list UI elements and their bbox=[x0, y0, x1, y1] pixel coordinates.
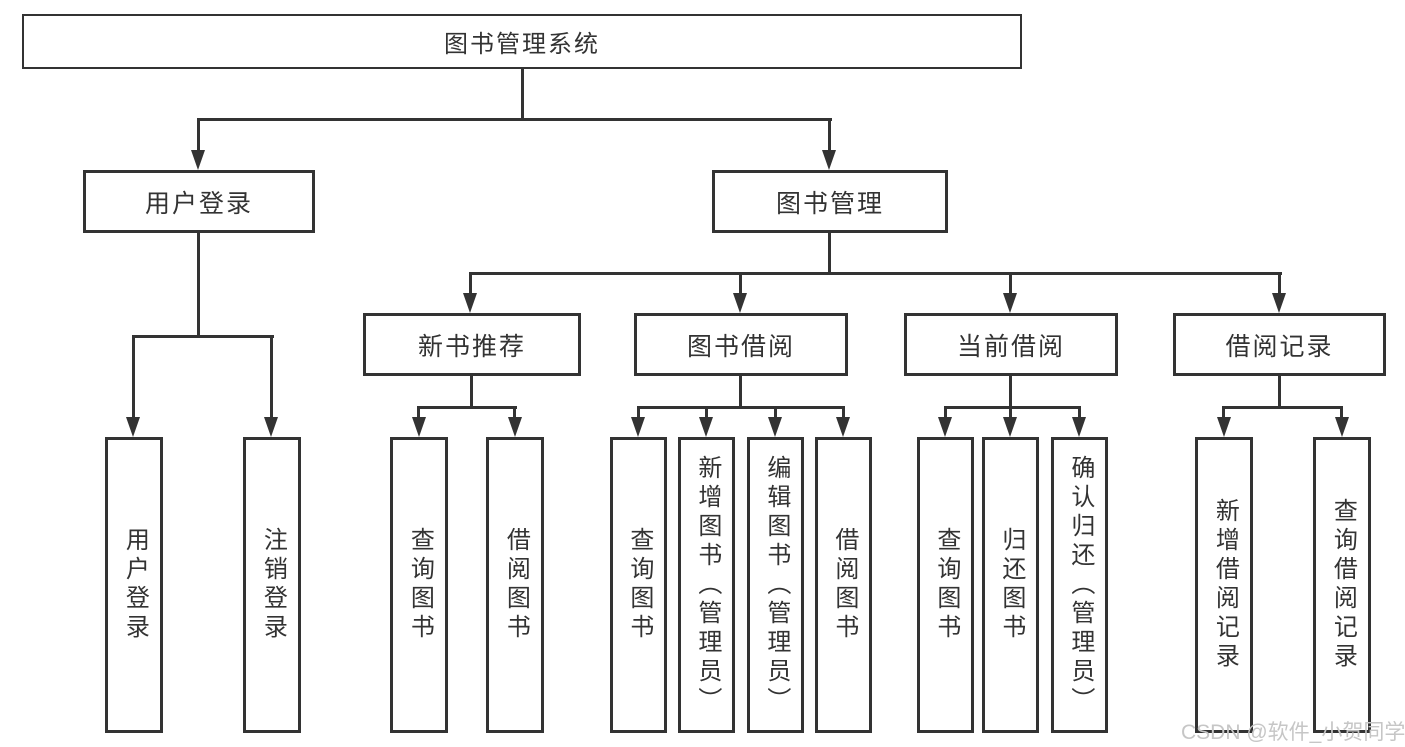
connector-leaf-stem bbox=[1078, 406, 1081, 419]
connector-leaf-stem bbox=[513, 406, 516, 419]
connector-root-stem bbox=[521, 69, 524, 120]
connector-user-stem bbox=[197, 118, 200, 154]
arrow-down-icon bbox=[1003, 293, 1017, 313]
connector-level1-rail bbox=[198, 118, 832, 121]
node-new-book-recommend: 新书推荐 bbox=[363, 313, 581, 376]
connector-leaf-stem bbox=[417, 406, 420, 419]
node-book-management: 图书管理 bbox=[712, 170, 948, 233]
connector-book-down bbox=[828, 233, 831, 274]
leaf-label: 查询图书 bbox=[932, 527, 960, 643]
leaf-label: 查询借阅记录 bbox=[1329, 498, 1357, 672]
connector-module-stem bbox=[1278, 272, 1281, 297]
connector-group-down bbox=[1278, 376, 1281, 408]
connector-leaf-stem bbox=[842, 406, 845, 419]
connector-module-stem bbox=[469, 272, 472, 297]
node-book-borrowing: 图书借阅 bbox=[634, 313, 848, 376]
connector-group-rail bbox=[944, 406, 1081, 409]
leaf-label: 新增图书（管理员） bbox=[693, 454, 721, 716]
leaf-label: 新增借阅记录 bbox=[1211, 498, 1239, 672]
leaf-label: 用户登录 bbox=[121, 527, 149, 643]
arrow-down-icon bbox=[699, 417, 713, 437]
connector-group-down bbox=[470, 376, 473, 408]
connector-leaf-stem bbox=[132, 335, 135, 421]
connector-leaf-stem bbox=[1009, 406, 1012, 419]
leaf-logout: 注销登录 bbox=[243, 437, 301, 733]
leaf-add-borrow-record: 新增借阅记录 bbox=[1195, 437, 1253, 733]
leaf-label: 借阅图书 bbox=[502, 527, 530, 643]
connector-group-rail bbox=[1222, 406, 1343, 409]
leaf-label: 归还图书 bbox=[997, 527, 1025, 643]
leaf-borrow-books: 借阅图书 bbox=[815, 437, 872, 733]
connector-leaf-stem bbox=[774, 406, 777, 419]
csdn-watermark: CSDN @软件_小贺同学 bbox=[1181, 721, 1405, 744]
connector-leaf-stem bbox=[637, 406, 640, 419]
node-borrowing-records: 借阅记录 bbox=[1173, 313, 1386, 376]
connector-group-rail bbox=[637, 406, 845, 409]
arrow-down-icon bbox=[1072, 417, 1086, 437]
node-library-system: 图书管理系统 bbox=[22, 14, 1022, 69]
leaf-return-books: 归还图书 bbox=[982, 437, 1039, 733]
leaf-label: 查询图书 bbox=[406, 527, 434, 643]
arrow-down-icon bbox=[412, 417, 426, 437]
arrow-down-icon bbox=[1272, 293, 1286, 313]
connector-level3-rail bbox=[469, 272, 1282, 275]
connector-leaf-stem bbox=[270, 335, 273, 421]
arrow-down-icon bbox=[938, 417, 952, 437]
leaf-query-books-borrow: 查询图书 bbox=[610, 437, 667, 733]
arrow-down-icon bbox=[631, 417, 645, 437]
leaf-query-books-recommend: 查询图书 bbox=[390, 437, 448, 733]
connector-group-down bbox=[739, 376, 742, 408]
connector-user-rail bbox=[132, 335, 274, 338]
arrow-down-icon bbox=[1217, 417, 1231, 437]
node-label: 新书推荐 bbox=[417, 332, 526, 361]
arrow-down-icon bbox=[508, 417, 522, 437]
connector-group-rail bbox=[417, 406, 517, 409]
connector-module-stem bbox=[739, 272, 742, 297]
arrow-down-icon bbox=[822, 150, 836, 170]
leaf-borrow-books-recommend: 借阅图书 bbox=[486, 437, 544, 733]
connector-leaf-stem bbox=[705, 406, 708, 419]
leaf-label: 注销登录 bbox=[259, 527, 287, 643]
node-label: 图书管理 bbox=[775, 189, 884, 218]
arrow-down-icon bbox=[1335, 417, 1349, 437]
leaf-label: 编辑图书（管理员） bbox=[762, 454, 790, 716]
arrow-down-icon bbox=[733, 293, 747, 313]
leaf-query-books-current: 查询图书 bbox=[917, 437, 974, 733]
arrow-down-icon bbox=[126, 417, 140, 437]
leaf-label: 借阅图书 bbox=[830, 527, 858, 643]
arrow-down-icon bbox=[264, 417, 278, 437]
connector-module-stem bbox=[1009, 272, 1012, 297]
leaf-query-borrow-record: 查询借阅记录 bbox=[1313, 437, 1371, 733]
arrow-down-icon bbox=[463, 293, 477, 313]
leaf-edit-books-admin: 编辑图书（管理员） bbox=[747, 437, 804, 733]
connector-book-stem bbox=[828, 118, 831, 154]
node-label: 当前借阅 bbox=[956, 332, 1065, 361]
node-user-login: 用户登录 bbox=[83, 170, 315, 233]
arrow-down-icon bbox=[1003, 417, 1017, 437]
leaf-label: 确认归还（管理员） bbox=[1066, 454, 1094, 716]
node-label: 图书借阅 bbox=[686, 332, 795, 361]
connector-leaf-stem bbox=[944, 406, 947, 419]
node-label: 用户登录 bbox=[144, 189, 253, 218]
leaf-confirm-return-admin: 确认归还（管理员） bbox=[1051, 437, 1108, 733]
leaf-label: 查询图书 bbox=[625, 527, 653, 643]
connector-leaf-stem bbox=[1340, 406, 1343, 419]
leaf-add-books-admin: 新增图书（管理员） bbox=[678, 437, 735, 733]
leaf-user-login: 用户登录 bbox=[105, 437, 163, 733]
arrow-down-icon bbox=[836, 417, 850, 437]
arrow-down-icon bbox=[768, 417, 782, 437]
connector-user-down bbox=[197, 233, 200, 335]
node-label: 图书管理系统 bbox=[444, 31, 600, 58]
node-label: 借阅记录 bbox=[1225, 332, 1334, 361]
node-current-borrowing: 当前借阅 bbox=[904, 313, 1118, 376]
arrow-down-icon bbox=[191, 150, 205, 170]
connector-leaf-stem bbox=[1222, 406, 1225, 419]
connector-group-down bbox=[1009, 376, 1012, 408]
